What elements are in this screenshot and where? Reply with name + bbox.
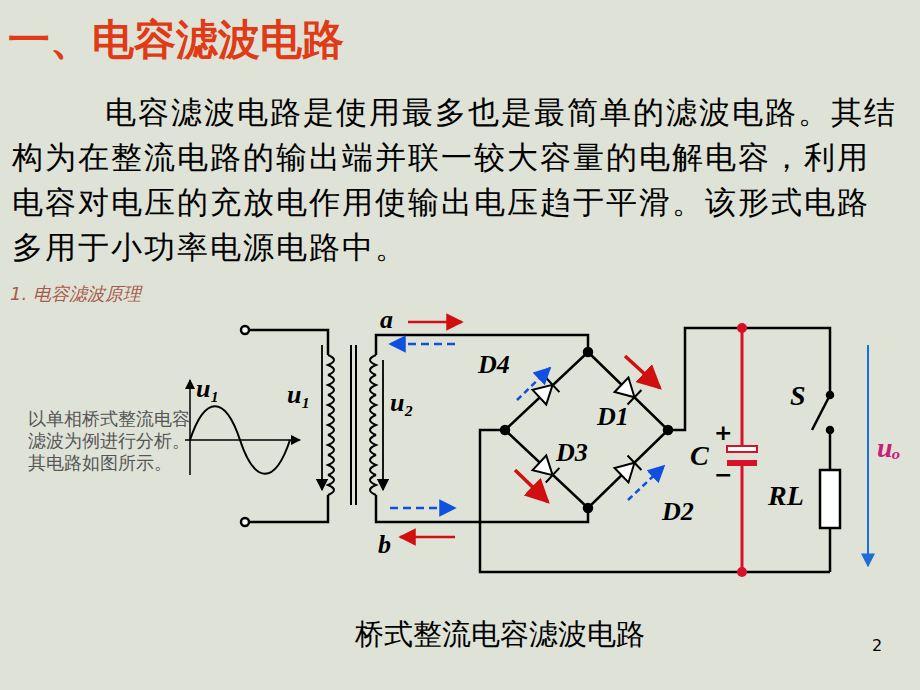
signal-name: u₁ xyxy=(196,374,220,404)
terminal-name: a xyxy=(380,305,393,335)
current-arrows xyxy=(390,322,868,566)
polarity-mark: + xyxy=(714,420,732,445)
figure-caption: 桥式整流电容滤波电路 xyxy=(355,615,645,655)
switch-label: S xyxy=(790,380,806,412)
terminal-name: b xyxy=(378,530,391,560)
capacitor-label: C xyxy=(690,440,709,472)
signal-name: u₁ xyxy=(287,380,311,410)
capacitor xyxy=(727,323,757,577)
section-heading: 1. 电容滤波原理 xyxy=(10,282,141,306)
side-note: 以单相桥式整流电容滤波为例进行分析。其电路如图所示。 xyxy=(28,408,203,474)
diode-label: D2 xyxy=(662,497,694,527)
diodes xyxy=(533,378,642,483)
diode-label: D3 xyxy=(556,438,588,468)
diode-label: D4 xyxy=(478,350,510,380)
wires xyxy=(185,326,840,572)
resistor-label: RL xyxy=(768,480,804,512)
body-paragraph: 电容滤波电路是使用最多也是最简单的滤波电路。其结构为在整流电路的输出端并联一较大… xyxy=(12,90,902,270)
diode-label: D1 xyxy=(597,402,629,432)
page-number: 2 xyxy=(872,636,882,655)
output-voltage: uₒ xyxy=(877,432,901,464)
signal-name: u₂ xyxy=(390,388,414,418)
polarity-mark: − xyxy=(714,462,732,487)
slide-title: 一、电容滤波电路 xyxy=(8,12,344,68)
